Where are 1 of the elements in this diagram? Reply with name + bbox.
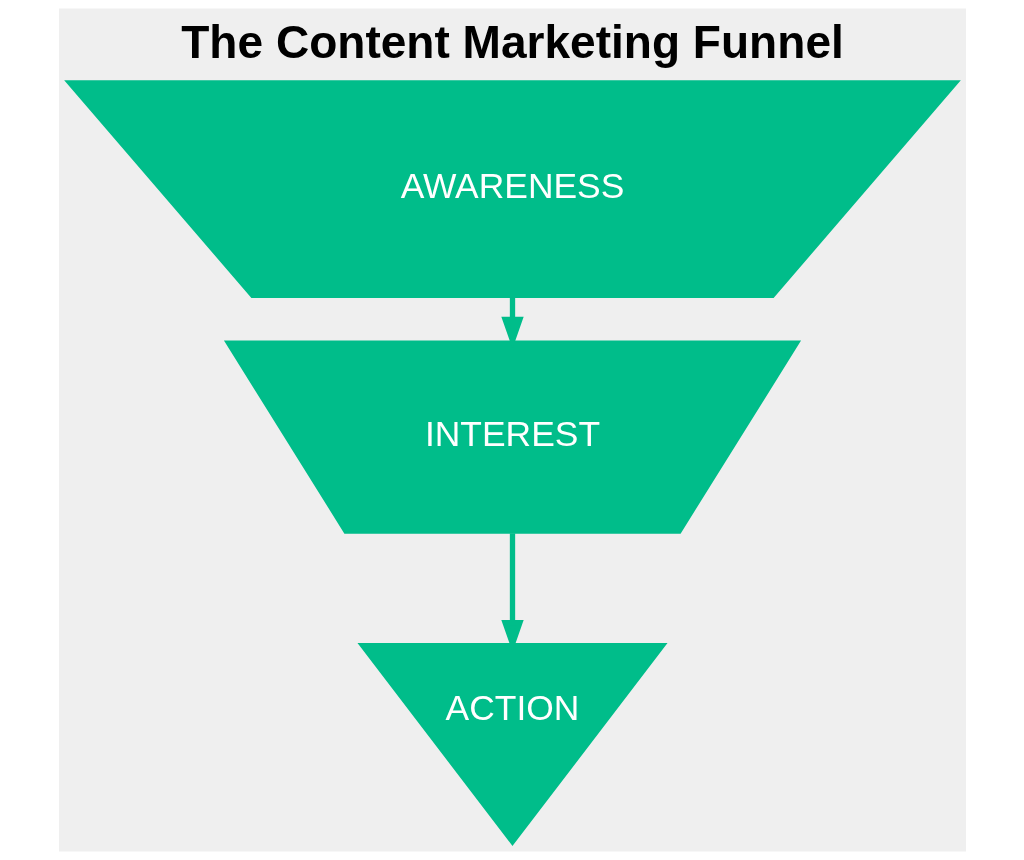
diagram-title: The Content Marketing Funnel: [180, 15, 844, 68]
